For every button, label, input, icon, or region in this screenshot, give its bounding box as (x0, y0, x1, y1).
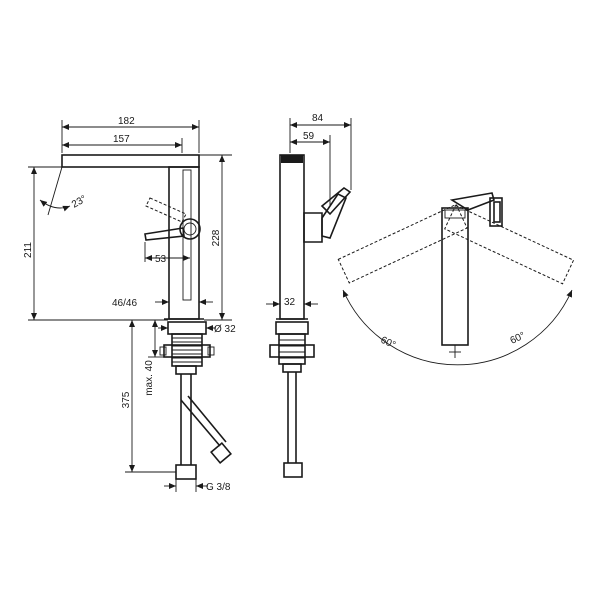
dim-46-46: 46/46 (112, 298, 137, 309)
dim-side-32: 32 (284, 297, 296, 308)
dim-375: 375 (121, 391, 132, 408)
dim-59: 59 (303, 131, 315, 142)
side-view (269, 154, 352, 478)
angle-right: 60° (509, 330, 527, 346)
dim-max-40: max. 40 (144, 360, 155, 396)
dim-157: 157 (113, 134, 130, 145)
dim-228: 228 (211, 229, 222, 246)
dim-211: 211 (23, 242, 34, 258)
thread-lines (172, 337, 202, 363)
dim-53: 53 (155, 254, 167, 265)
dim-182: 182 (118, 116, 135, 127)
front-view (61, 154, 232, 480)
angle-left: 60° (379, 335, 397, 351)
dim-84: 84 (312, 113, 324, 124)
side-dimensions: 84 59 32 (266, 113, 352, 308)
dim-angle-23: 23° (70, 194, 89, 211)
top-view: 60° 60° (337, 192, 575, 366)
dim-dia-32: Ø 32 (214, 324, 236, 335)
front-dimensions: 182 157 23° 211 228 53 46/46 Ø 32 375 (23, 116, 236, 493)
dim-thread: G 3/8 (206, 482, 231, 493)
